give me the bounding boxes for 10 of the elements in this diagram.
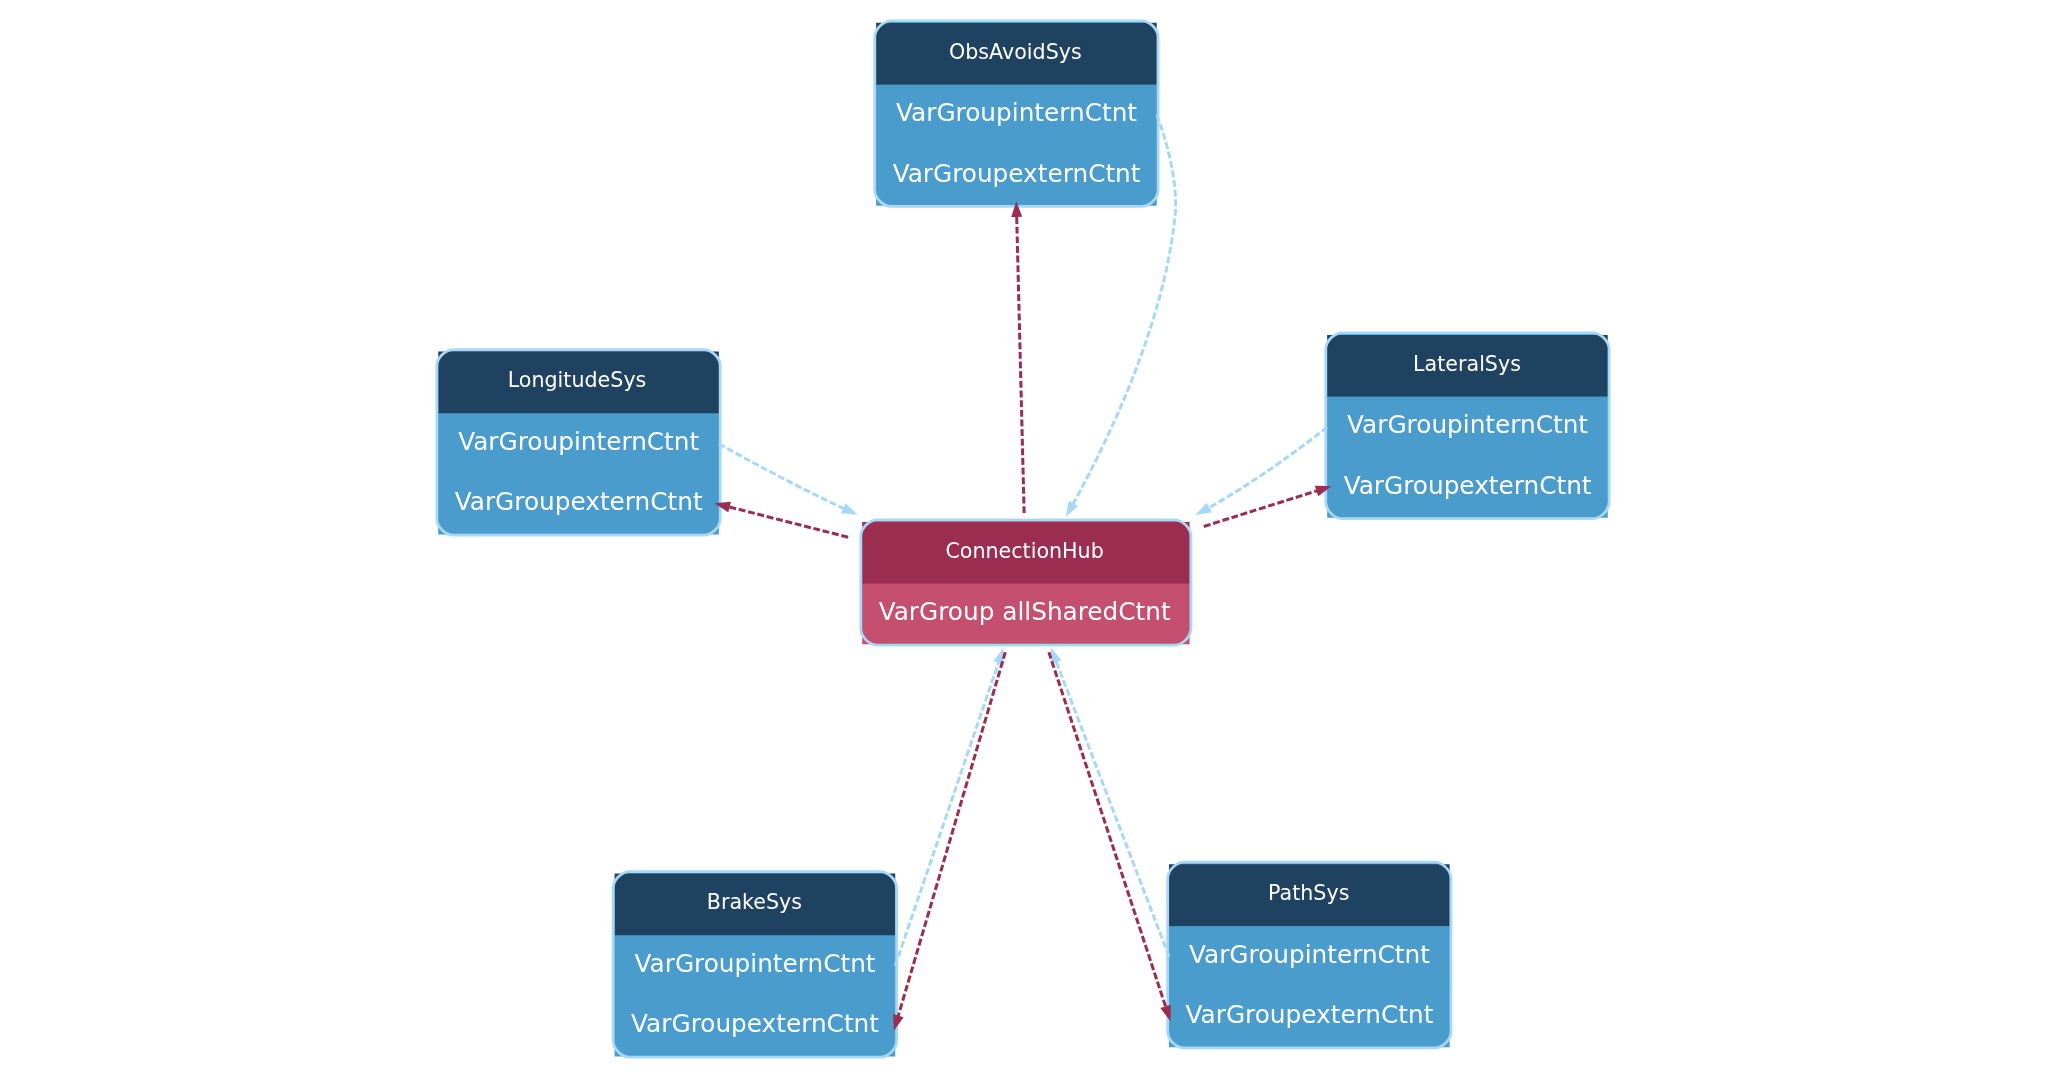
arrow bbox=[893, 651, 1007, 1031]
arrow bbox=[1195, 425, 1329, 516]
arrow bbox=[893, 648, 1004, 967]
arrow bbox=[1047, 651, 1171, 1022]
arrow bbox=[718, 442, 858, 515]
arrow bbox=[1203, 485, 1332, 528]
arrow bbox=[1050, 647, 1171, 957]
arrow bbox=[1011, 201, 1026, 513]
arrow bbox=[1065, 114, 1177, 517]
arrow bbox=[714, 501, 849, 539]
